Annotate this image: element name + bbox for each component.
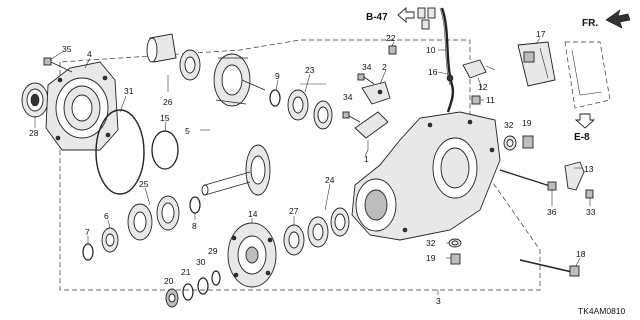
- part-34-bolt-upper: [357, 73, 375, 85]
- callout-32-upper: 32: [504, 120, 514, 130]
- part-9-ring: [269, 89, 281, 107]
- part-26-bearing-set: [146, 33, 201, 81]
- part-36-long-bolt: [499, 169, 557, 191]
- part-29-washer: [211, 270, 221, 286]
- callout-2: 2: [382, 62, 387, 72]
- callout-29: 29: [208, 246, 218, 256]
- callout-34-lower: 34: [343, 92, 353, 102]
- callout-25: 25: [139, 179, 149, 189]
- part-27-bearing: [283, 224, 305, 256]
- callout-8: 8: [192, 221, 197, 231]
- callout-10: 10: [426, 45, 436, 55]
- callout-1: 1: [364, 154, 369, 164]
- ring-gear-assembly: [213, 53, 266, 107]
- part-19-plug-lower: [450, 253, 461, 265]
- part-14-flange: [227, 222, 277, 288]
- diagram-code: TK4AM0810: [578, 306, 626, 316]
- callout-13: 13: [584, 164, 594, 174]
- callout-11: 11: [486, 95, 495, 105]
- part-19-plug-upper: [522, 135, 534, 149]
- callout-18: 18: [576, 249, 586, 259]
- callout-19-lower: 19: [426, 253, 436, 263]
- b47-arrow: [397, 7, 415, 23]
- callout-20: 20: [164, 276, 174, 286]
- part-4-side-cover: [45, 61, 119, 151]
- leader-lines: [34, 37, 591, 295]
- part-17-actuator: [517, 41, 556, 87]
- part-6-seal: [101, 227, 119, 253]
- part-30-washer: [197, 277, 209, 295]
- part-1-bracket: [354, 111, 389, 150]
- callout-36: 36: [547, 207, 557, 217]
- callout-15: 15: [160, 113, 170, 123]
- part-10-breather-hose: [439, 7, 455, 113]
- part-20-nut: [165, 288, 179, 308]
- callout-5: 5: [185, 126, 190, 136]
- callout-16: 16: [428, 67, 438, 77]
- e8-arrow: [574, 113, 596, 129]
- assembly-boundary: [59, 39, 541, 291]
- callout-4: 4: [87, 49, 92, 59]
- callout-32-lower: 32: [426, 238, 436, 248]
- part-35-bolt: [43, 57, 73, 73]
- callout-21: 21: [181, 267, 191, 277]
- callout-34-upper: 34: [362, 62, 372, 72]
- part-18-long-bolt: [519, 259, 580, 277]
- front-arrow-icon: [605, 9, 631, 29]
- callout-22: 22: [386, 33, 396, 43]
- callout-17: 17: [536, 29, 546, 39]
- part-34-bolt-lower: [342, 111, 361, 123]
- callout-26: 26: [163, 97, 173, 107]
- b47-caps: [417, 7, 436, 30]
- callout-33: 33: [586, 207, 596, 217]
- callout-9: 9: [275, 71, 280, 81]
- callout-3: 3: [436, 296, 441, 306]
- part-24-bearing-set: [307, 207, 350, 248]
- callout-14: 14: [248, 209, 258, 219]
- callout-19-upper: 19: [522, 118, 532, 128]
- part-28-oil-seal: [21, 82, 49, 118]
- part-33-bolt: [585, 189, 594, 199]
- callout-28: 28: [29, 128, 39, 138]
- ref-front-label: FR.: [582, 18, 598, 29]
- part-31-o-ring: [95, 109, 145, 195]
- part-15-o-ring: [151, 130, 179, 170]
- part-32-washer-upper: [503, 135, 517, 151]
- part-25-bearing: [127, 195, 180, 241]
- part-13-bracket: [564, 161, 585, 191]
- ref-b47-label: B-47: [366, 12, 388, 23]
- callout-35: 35: [62, 44, 72, 54]
- part-11-clip: [471, 95, 481, 105]
- part-32-washer-lower: [448, 238, 462, 248]
- callout-6: 6: [104, 211, 109, 221]
- callout-27: 27: [289, 206, 299, 216]
- ref-e8-label: E-8: [574, 132, 590, 143]
- part-2-sensor: [361, 81, 391, 105]
- callout-31: 31: [124, 86, 134, 96]
- callout-23: 23: [305, 65, 315, 75]
- callout-24: 24: [325, 175, 335, 185]
- part-12-clip: [462, 59, 496, 79]
- part-8-washer: [189, 196, 201, 214]
- part-21-washer: [182, 283, 194, 301]
- part-3-housing: [351, 111, 501, 241]
- drive-pinion-gear: [201, 144, 271, 196]
- e8-bracket-inset: [564, 41, 611, 109]
- part-23-bearing: [287, 89, 333, 130]
- part-7-ring: [82, 243, 94, 261]
- callout-30: 30: [196, 257, 206, 267]
- callout-7: 7: [85, 227, 90, 237]
- part-22-plug: [388, 45, 397, 55]
- callout-12: 12: [478, 82, 488, 92]
